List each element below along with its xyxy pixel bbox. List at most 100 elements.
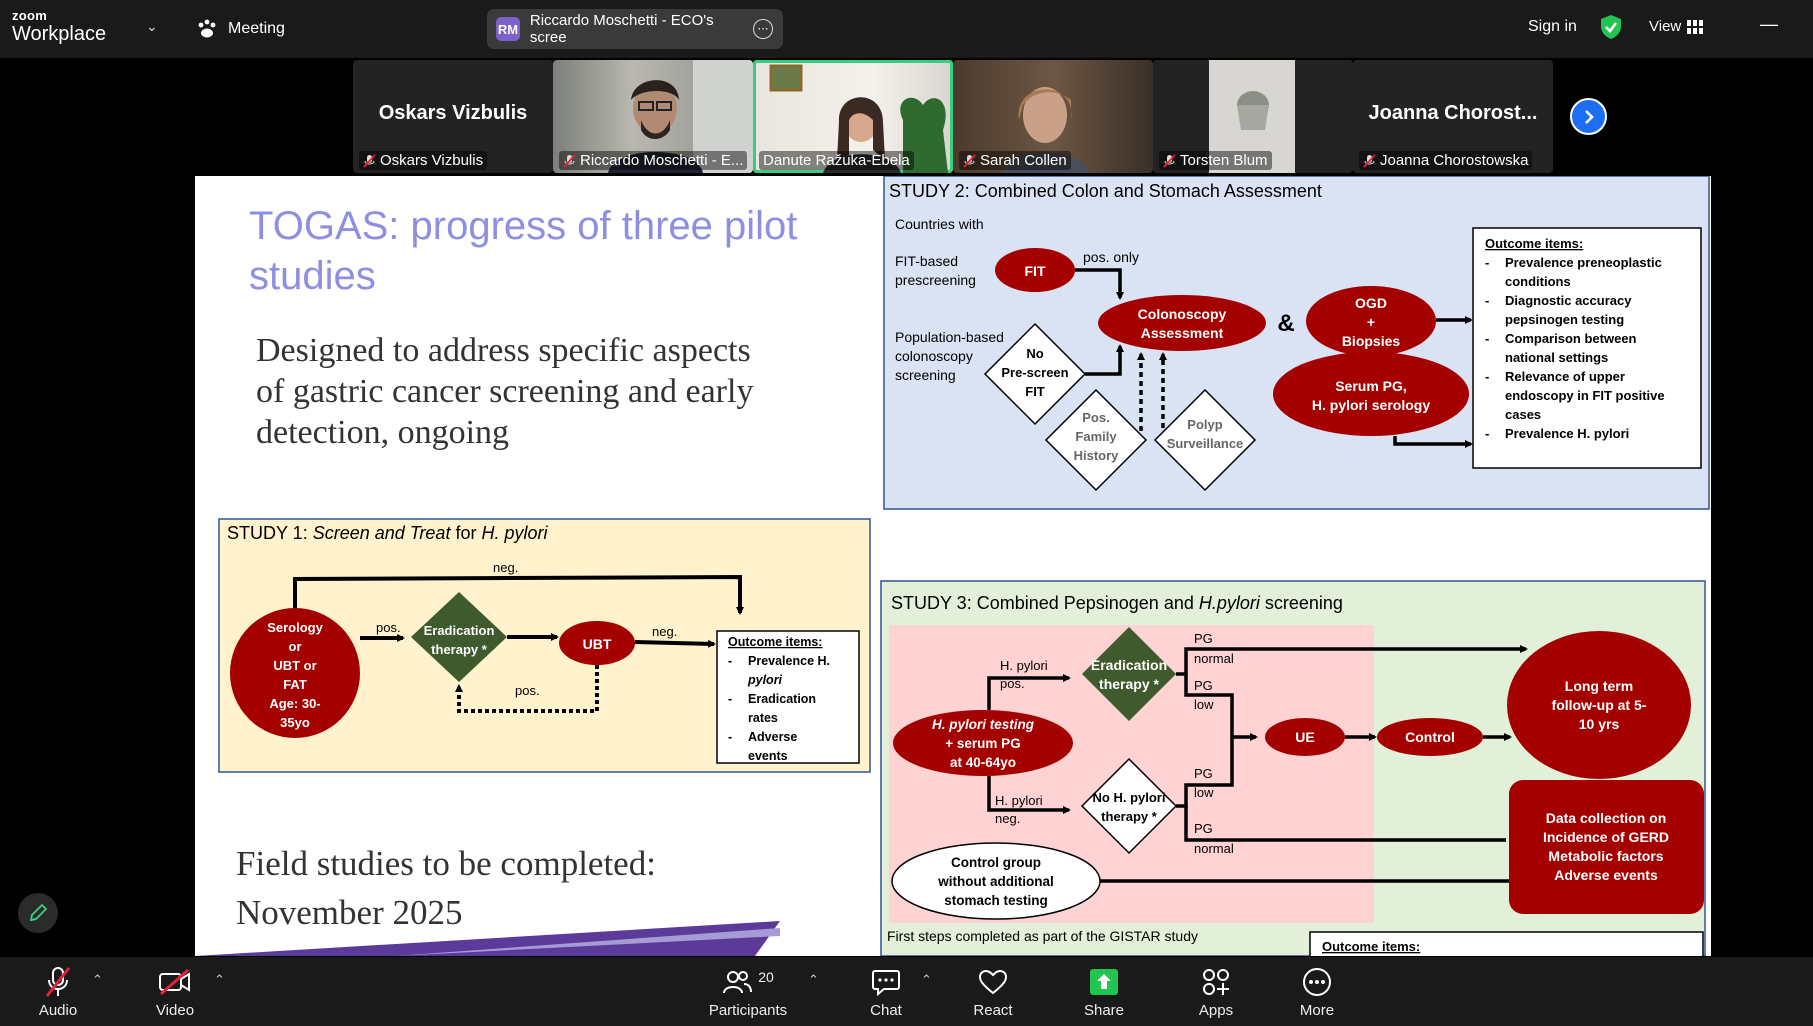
muted-mic-icon <box>1363 153 1376 168</box>
slide-diagrams: STUDY 1: Screen and Treat for H. pylori … <box>195 176 1710 956</box>
svg-text:No H. pylori: No H. pylori <box>1093 790 1166 805</box>
more-options-icon[interactable]: ⋯ <box>753 19 773 39</box>
svg-text:Pre-screen: Pre-screen <box>1001 365 1068 380</box>
serology-node: Serology or UBT or FAT Age: 30- 35yo <box>267 620 323 730</box>
participant-tile[interactable]: Joanna Chorost... Joanna Chorostowska <box>1353 60 1553 173</box>
svg-text:cases: cases <box>1505 407 1541 422</box>
svg-text:-: - <box>1485 293 1489 308</box>
video-options-chevron-icon[interactable]: ⌃ <box>214 972 225 987</box>
svg-text:therapy *: therapy * <box>1099 676 1159 692</box>
svg-text:Eradication: Eradication <box>1091 657 1167 673</box>
svg-text:FIT: FIT <box>1025 384 1045 399</box>
decorative-swoosh <box>195 921 780 956</box>
svg-text:or: or <box>289 639 302 654</box>
participants-options-chevron-icon[interactable]: ⌃ <box>808 972 819 987</box>
brand-bottom: Workplace <box>12 23 107 45</box>
footer-line-1: Field studies to be completed: <box>236 844 656 883</box>
study-3-title: STUDY 3: Combined Pepsinogen and H.pylor… <box>891 593 1343 613</box>
svg-text:colonoscopy: colonoscopy <box>895 348 973 364</box>
participants-button[interactable]: 20 Participants <box>708 969 788 1019</box>
svg-text:low: low <box>1194 697 1214 712</box>
footer-line-2: November 2025 <box>236 893 463 932</box>
svg-text:Biopsies: Biopsies <box>1342 333 1401 349</box>
svg-text:+ serum PG: + serum PG <box>945 736 1020 751</box>
svg-text:-: - <box>728 730 732 744</box>
share-screen-button[interactable]: Share <box>1059 965 1149 1019</box>
participant-name: Riccardo Moschetti - E... <box>559 151 748 170</box>
svg-text:PG: PG <box>1194 631 1213 646</box>
annotate-button[interactable] <box>18 893 58 933</box>
share-screen-icon <box>1090 969 1118 995</box>
participant-tile[interactable]: Sarah Collen <box>953 60 1153 173</box>
apps-button[interactable]: Apps <box>1171 965 1261 1019</box>
minimize-icon[interactable]: — <box>1760 14 1778 34</box>
label-pos: pos. <box>376 620 401 635</box>
screen-share-pill[interactable]: RM Riccardo Moschetti - ECO's scree ⋯ <box>487 9 783 49</box>
svg-text:Adverse events: Adverse events <box>1554 867 1658 883</box>
audio-button[interactable]: Audio <box>13 965 103 1019</box>
video-button[interactable]: Video <box>130 965 220 1019</box>
sign-in-link[interactable]: Sign in <box>1528 18 1577 35</box>
svg-text:Colonoscopy: Colonoscopy <box>1138 306 1227 322</box>
chevron-down-icon[interactable]: ⌄ <box>146 18 158 34</box>
audio-options-chevron-icon[interactable]: ⌃ <box>92 972 103 987</box>
zoom-logo[interactable]: zoom Workplace <box>12 9 106 44</box>
heart-icon <box>978 969 1008 995</box>
chat-icon <box>872 970 900 996</box>
sharer-avatar: RM <box>496 17 520 41</box>
gallery-next-button[interactable] <box>1570 98 1607 135</box>
svg-text:Prevalence H. pylori: Prevalence H. pylori <box>1505 426 1629 441</box>
react-button[interactable]: React <box>948 965 1038 1019</box>
svg-text:UBT: UBT <box>583 636 612 652</box>
chat-button[interactable]: Chat <box>841 965 931 1019</box>
svg-text:pepsinogen testing: pepsinogen testing <box>1505 312 1624 327</box>
svg-text:Adverse: Adverse <box>748 730 797 744</box>
more-button[interactable]: More <box>1272 965 1362 1019</box>
muted-mic-icon <box>363 153 376 168</box>
svg-text:Eradication: Eradication <box>748 692 816 706</box>
muted-mic-icon <box>563 153 576 168</box>
svg-text:Surveillance: Surveillance <box>1167 436 1244 451</box>
participant-video <box>608 60 753 173</box>
chat-options-chevron-icon[interactable]: ⌃ <box>921 972 932 987</box>
svg-text:UBT or: UBT or <box>273 658 316 673</box>
study-1-panel: STUDY 1: Screen and Treat for H. pylori … <box>218 518 871 773</box>
svg-text:+: + <box>1367 314 1375 330</box>
view-menu[interactable]: View <box>1649 18 1704 35</box>
svg-text:-: - <box>1485 331 1489 346</box>
svg-text:Prevalence H.: Prevalence H. <box>748 654 830 668</box>
svg-text:-: - <box>1485 369 1489 384</box>
participant-name: Torsten Blum <box>1159 151 1272 170</box>
participants-icon <box>723 971 753 994</box>
shield-check-icon[interactable] <box>1599 14 1623 40</box>
svg-text:FAT: FAT <box>283 677 307 692</box>
paw-icon <box>198 19 216 38</box>
svg-text:Age: 30-: Age: 30- <box>269 696 320 711</box>
svg-text:Countries with: Countries with <box>895 216 984 232</box>
video-off-icon <box>159 968 190 996</box>
svg-text:therapy *: therapy * <box>1101 809 1158 824</box>
muted-mic-icon <box>45 967 71 997</box>
svg-text:Diagnostic accuracy: Diagnostic accuracy <box>1505 293 1632 308</box>
svg-text:normal: normal <box>1194 651 1234 666</box>
study-2-left-labels: Countries with FIT-based prescreening Po… <box>895 216 1004 383</box>
svg-text:stomach testing: stomach testing <box>944 893 1048 908</box>
slide-title: TOGAS: progress of three pilot studies <box>249 204 798 298</box>
meeting-menu[interactable]: Meeting <box>196 19 285 39</box>
svg-text:History: History <box>1074 448 1120 463</box>
label-neg-top: neg. <box>493 560 518 575</box>
participant-tile[interactable]: Oskars Vizbulis Oskars Vizbulis <box>353 60 553 173</box>
svg-text:Eradication: Eradication <box>424 623 495 638</box>
svg-text:PG: PG <box>1194 678 1213 693</box>
study-1-title: STUDY 1: Screen and Treat for H. pylori <box>227 523 548 543</box>
svg-text:Assessment: Assessment <box>1141 325 1224 341</box>
pencil-icon <box>29 903 48 922</box>
svg-text:H. pylori serology: H. pylori serology <box>1312 397 1430 413</box>
svg-text:therapy *: therapy * <box>431 642 488 657</box>
participant-tile[interactable]: Riccardo Moschetti - E... <box>553 60 753 173</box>
svg-text:events: events <box>748 749 788 763</box>
participant-tile[interactable]: Torsten Blum <box>1153 60 1353 173</box>
svg-text:pylori: pylori <box>747 673 783 687</box>
participant-tile-active-speaker[interactable]: Danute Ražuka-Ebela <box>753 60 953 173</box>
participants-count: 20 <box>758 969 774 985</box>
